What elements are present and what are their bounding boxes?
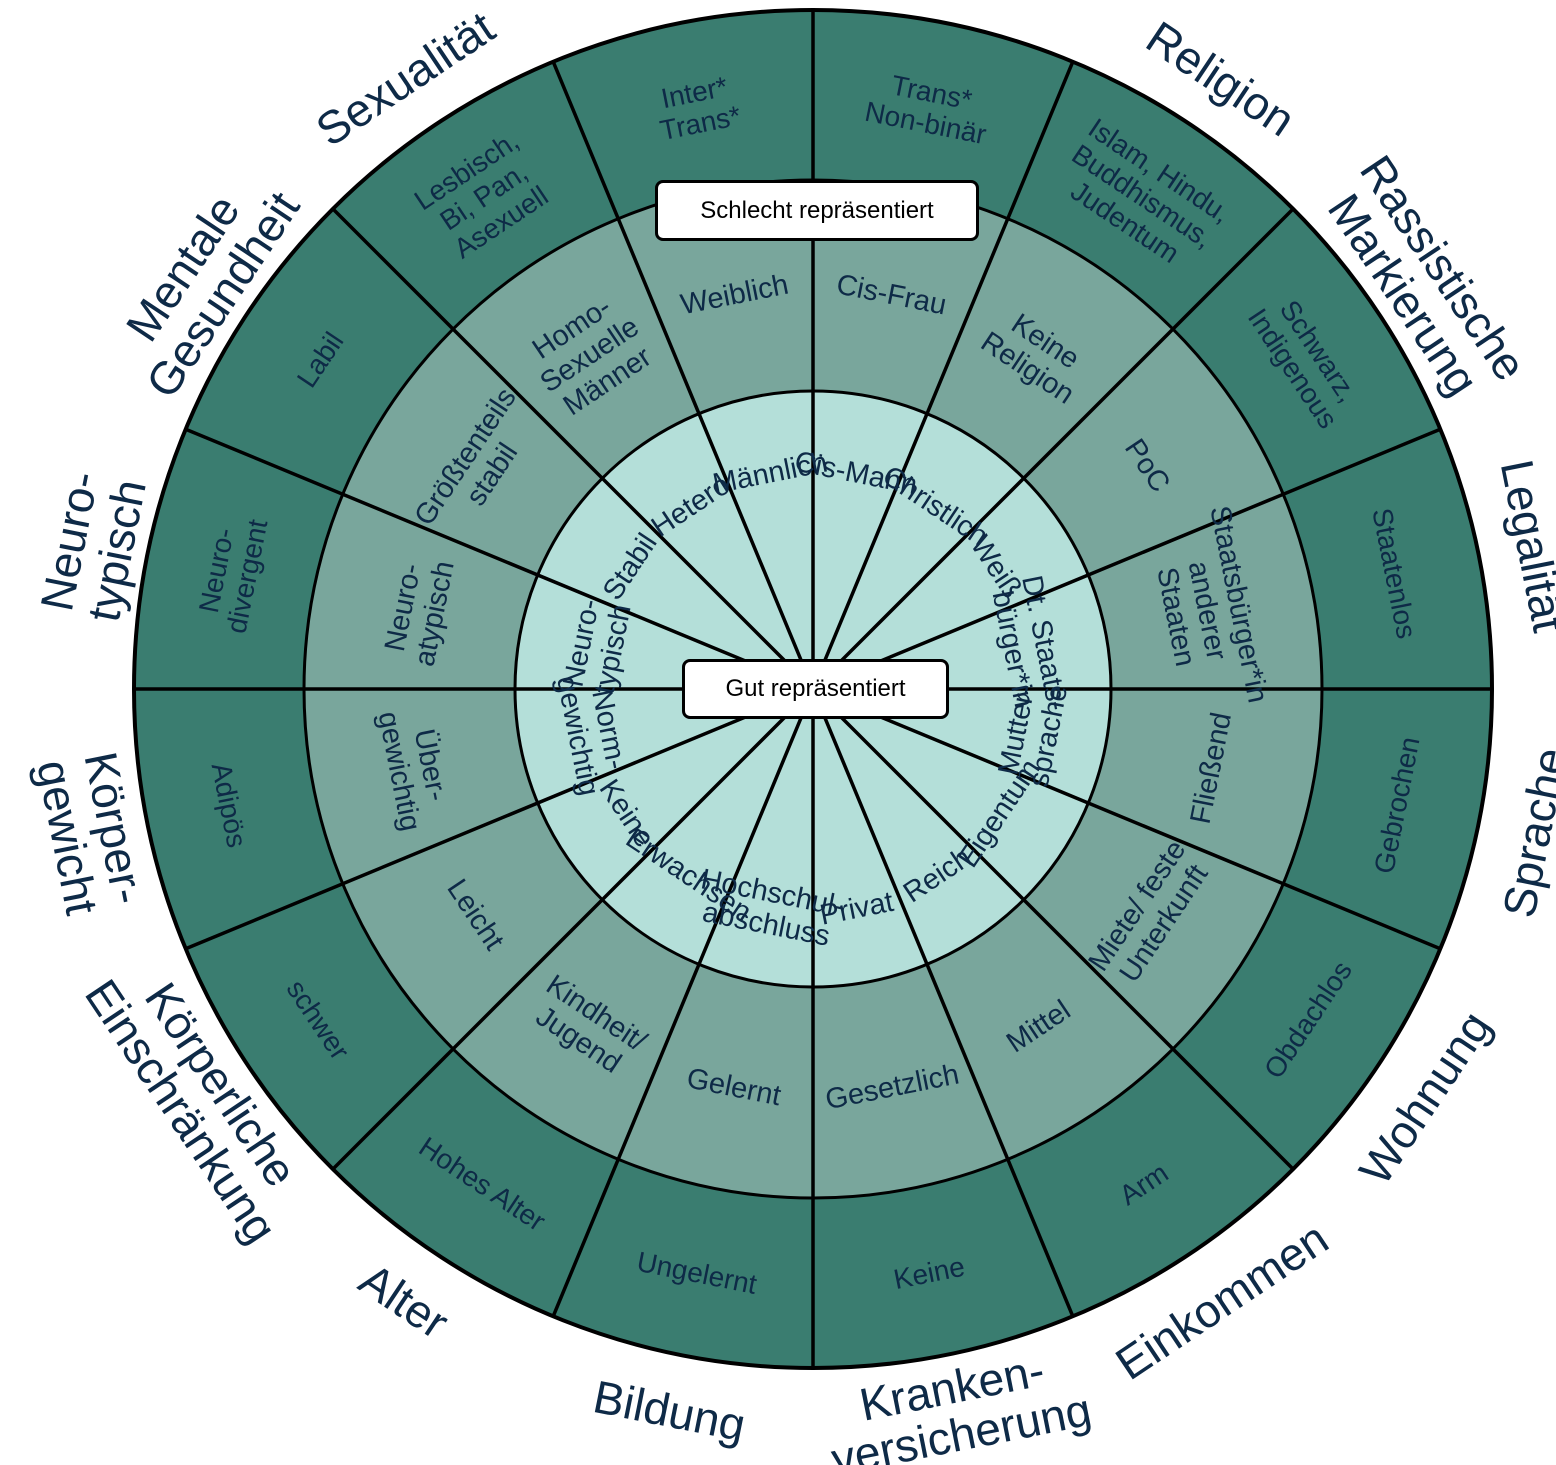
sector-divider bbox=[551, 61, 815, 690]
middle-value-label: Kindheit/Jugend bbox=[523, 969, 653, 1085]
category-label: Sprache bbox=[1492, 743, 1556, 921]
badly-represented-label: Schlecht repräsentiert bbox=[655, 180, 979, 241]
category-label-line: Legalität bbox=[1491, 455, 1556, 636]
sector-divider bbox=[812, 687, 1441, 951]
middle-value-label: Neuro-atypisch bbox=[377, 552, 461, 669]
inner-ring-border bbox=[513, 389, 1113, 989]
category-label: Bildung bbox=[589, 1370, 750, 1451]
sector-divider bbox=[331, 687, 815, 1171]
sector-divider bbox=[811, 61, 1075, 690]
category-label-line: Sprache bbox=[1492, 743, 1556, 921]
sector-divider bbox=[811, 687, 1295, 1171]
category-label-line: Bildung bbox=[589, 1370, 750, 1451]
category-label-line: Gender bbox=[876, 0, 1037, 9]
sector-dividers bbox=[134, 10, 1492, 1368]
category-label: Sex bbox=[626, 0, 714, 2]
category-label: Körper-gewicht bbox=[27, 746, 156, 919]
category-label: Gender bbox=[876, 0, 1037, 9]
sector-divider bbox=[185, 687, 814, 951]
outer-ring-border bbox=[132, 8, 1494, 1370]
sector-divider bbox=[331, 207, 815, 691]
category-label: Neuro-typisch bbox=[30, 466, 156, 626]
category-label: Legalität bbox=[1491, 455, 1556, 636]
category-label-line: Sex bbox=[626, 0, 714, 2]
category-label: Alter bbox=[350, 1253, 458, 1349]
sector-divider bbox=[811, 688, 1075, 1317]
sector-divider bbox=[551, 688, 815, 1317]
sector-divider bbox=[811, 207, 1295, 691]
sector-divider bbox=[812, 427, 1441, 691]
well-represented-label: Gut repräsentiert bbox=[682, 659, 949, 719]
category-label-line: Alter bbox=[350, 1253, 458, 1349]
middle-value-label: Homo-SexuelleMänner bbox=[517, 284, 663, 426]
sector-divider bbox=[185, 427, 814, 691]
